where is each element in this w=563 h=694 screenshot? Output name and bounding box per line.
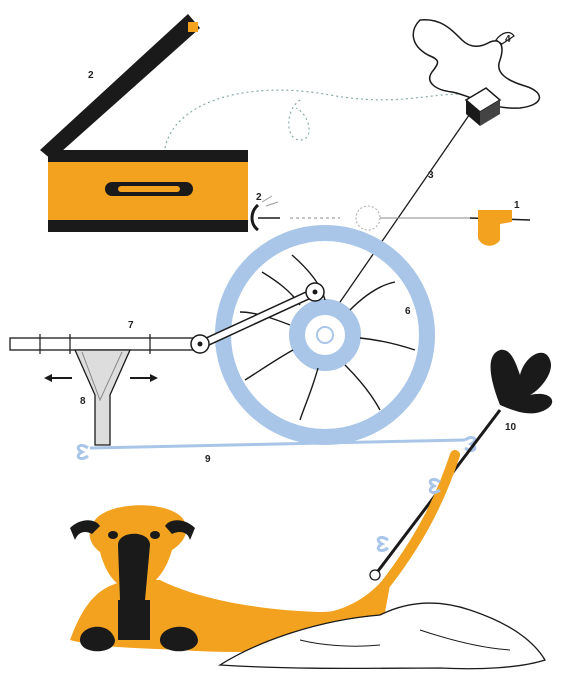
label-3: 3 <box>428 170 434 181</box>
pointing-hand <box>478 210 512 246</box>
box-lid <box>40 14 200 160</box>
label-9: 9 <box>205 454 211 465</box>
blue-wheel <box>223 233 427 437</box>
label-10: 10 <box>505 422 517 433</box>
label-8: 8 <box>80 396 86 407</box>
blue-string <box>78 437 475 458</box>
bird-flight-dotted-path <box>165 90 470 148</box>
label-4: 4 <box>505 34 511 45</box>
label-6: 6 <box>405 306 411 317</box>
label-2-trigger: 2 <box>256 192 262 203</box>
label-7: 7 <box>128 320 134 331</box>
fork-net <box>44 350 158 445</box>
label-2-lid: 2 <box>88 70 94 81</box>
label-1: 1 <box>514 200 520 211</box>
feather-duster <box>375 350 552 575</box>
orange-box <box>48 150 248 232</box>
